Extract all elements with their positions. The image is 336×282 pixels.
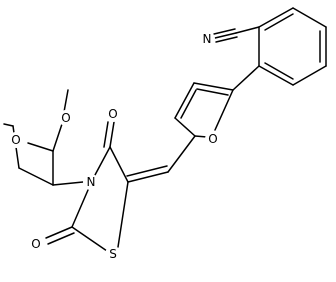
benzene-ring <box>258 7 327 86</box>
svg-text:O: O <box>208 132 217 146</box>
svg-text:O: O <box>31 237 40 251</box>
svg-text:O: O <box>108 107 117 121</box>
nitrile-group <box>213 26 260 43</box>
atom-label-ring-o4: O <box>105 106 121 122</box>
svg-text:S: S <box>109 247 117 261</box>
furan-ring <box>174 82 234 138</box>
thiazolidinedione-ring <box>45 121 129 252</box>
atom-label-ring-s: S <box>105 246 121 262</box>
atom-label-ring-o2: O <box>28 236 44 252</box>
atom-label-nitrile-n: N <box>199 31 215 47</box>
svg-text:O: O <box>61 111 70 125</box>
atom-label-ester-o-carbonyl: O <box>8 132 24 148</box>
svg-text:N: N <box>203 32 212 46</box>
atom-label-furan-o: O <box>205 131 221 147</box>
svg-text:N: N <box>87 175 96 189</box>
methylidene-bridge <box>126 135 196 183</box>
svg-text:O: O <box>11 133 20 147</box>
atom-label-ring-n: N <box>83 174 99 190</box>
biaryl-bond <box>232 65 260 91</box>
atom-label-ester-o-methoxy: O <box>58 110 74 126</box>
